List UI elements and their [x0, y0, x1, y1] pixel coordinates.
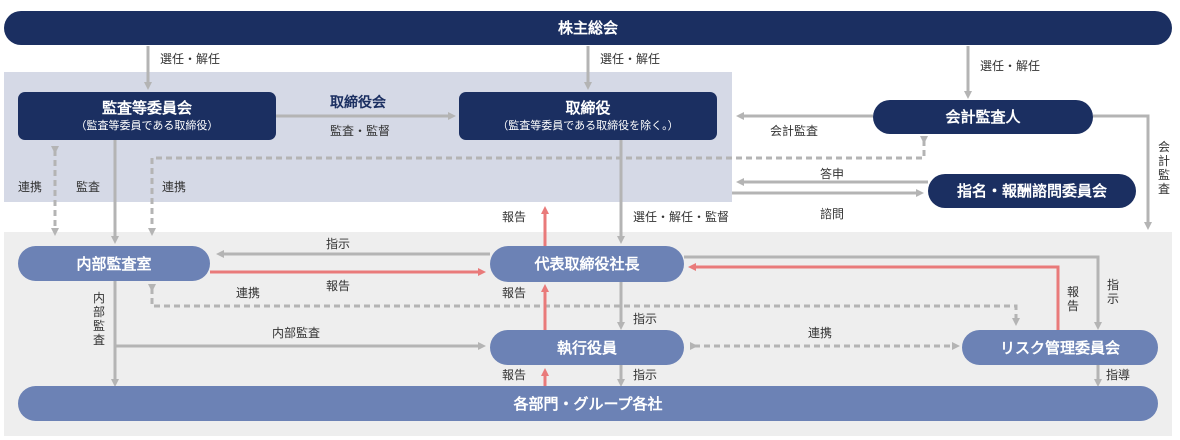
arrow-auditor-exec	[1093, 114, 1152, 230]
red-risk-pres	[688, 263, 1060, 330]
board-title: 取締役会	[330, 95, 386, 111]
label-report-risk: 報告	[1066, 285, 1079, 313]
label-internal-audit-v: 内部監査	[92, 291, 105, 347]
node-risk-committee: リスク管理委員会	[962, 330, 1158, 365]
label-select-dismiss-3: 選任・解任	[980, 59, 1041, 73]
officers-label: 執行役員	[556, 338, 617, 357]
label-accounting-audit-vertical: 会計監査	[1157, 140, 1170, 196]
label-report-answer: 答申	[820, 167, 845, 181]
label-report-pres: 報告	[502, 286, 527, 300]
node-accounting-auditor: 会計監査人	[873, 100, 1093, 134]
label-select-dismiss-supervise: 選任・解任・監督	[633, 210, 730, 224]
directors-label: 取締役	[565, 99, 611, 117]
label-internal-audit-h: 内部監査	[272, 326, 321, 340]
label-accounting-audit: 会計監査	[770, 124, 819, 138]
accounting-auditor-label: 会計監査人	[945, 108, 1021, 126]
label-coop-left: 連携	[18, 180, 43, 194]
directors-sub: （監査等委員である取締役を除く。）	[497, 119, 679, 132]
node-officers: 執行役員	[490, 330, 684, 365]
dash-ia-risk	[148, 284, 1020, 326]
dash-auditor-ia	[148, 136, 928, 236]
node-audit-committee: 監査等委員会 （監査等委員である取締役）	[18, 92, 276, 140]
node-president: 代表取締役社長	[490, 246, 684, 282]
risk-committee-label: リスク管理委員会	[999, 338, 1120, 357]
label-instruct-officers: 指示	[633, 312, 658, 326]
internal-audit-label: 内部監査室	[76, 254, 152, 273]
shareholders-label: 株主総会	[557, 19, 618, 37]
node-nomination-committee: 指名・報酬諮問委員会	[928, 174, 1136, 208]
label-instruct-ia: 指示	[326, 237, 351, 251]
label-consult: 諮問	[820, 207, 845, 221]
label-select-dismiss-1: 選任・解任	[160, 52, 221, 66]
node-shareholders: 株主総会	[4, 11, 1172, 45]
departments-label: 各部門・グループ各社	[513, 394, 663, 413]
audit-committee-sub: （監査等委員である取締役）	[75, 119, 219, 132]
label-report-up: 報告	[502, 210, 527, 224]
label-audit-supervise: 監査・監督	[330, 124, 391, 138]
label-instruct-dept: 指示	[633, 368, 658, 382]
label-report-dept: 報告	[502, 368, 527, 382]
nomination-committee-label: 指名・報酬諮問委員会	[956, 182, 1107, 200]
label-report-ia: 報告	[326, 279, 351, 293]
label-instruct-risk: 指示	[1106, 278, 1119, 306]
label-coop-officers-risk: 連携	[808, 326, 833, 340]
audit-committee-label: 監査等委員会	[101, 99, 192, 117]
node-directors: 取締役 （監査等委員である取締役を除く。）	[459, 92, 717, 140]
arrow-pres-risk	[684, 255, 1102, 330]
label-coop-ia-risk: 連携	[236, 286, 261, 300]
label-select-dismiss-2: 選任・解任	[600, 52, 661, 66]
node-departments: 各部門・グループ各社	[18, 386, 1158, 421]
label-audit-left: 監査	[76, 180, 101, 194]
label-coop-mid: 連携	[162, 180, 187, 194]
node-internal-audit: 内部監査室	[18, 246, 210, 281]
president-label: 代表取締役社長	[534, 255, 640, 273]
label-guide-risk: 指導	[1106, 368, 1131, 382]
